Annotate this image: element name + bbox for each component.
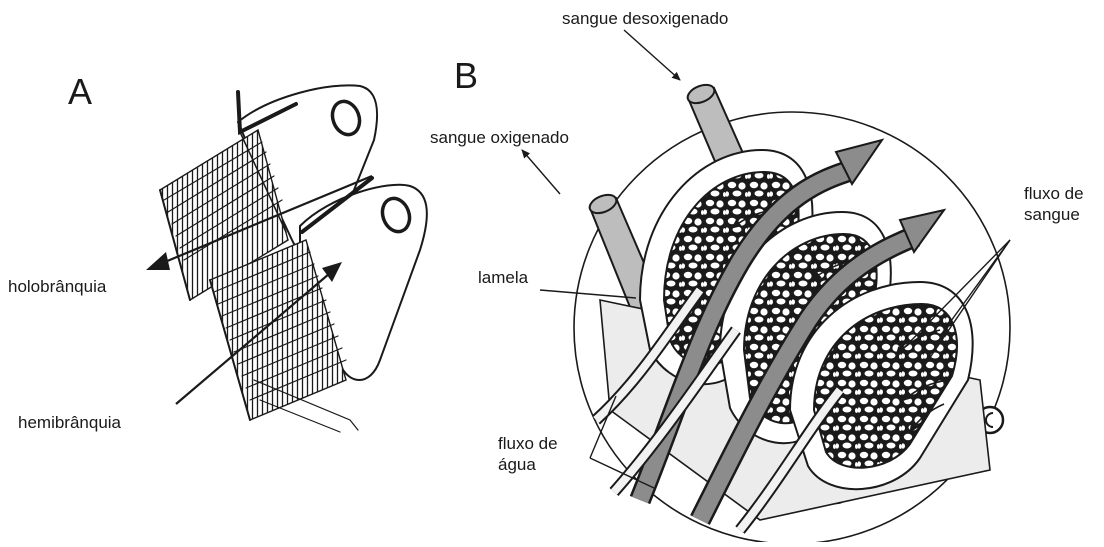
label-holobranquia: holobrânquia	[8, 276, 106, 297]
label-fluxo-de-agua-line1: fluxo de	[498, 433, 558, 454]
panel-label-b: B	[454, 56, 478, 96]
label-fluxo-de-sangue: fluxo de sangue	[1024, 183, 1084, 225]
gill-arch-illustration	[160, 85, 427, 432]
label-lamela: lamela	[478, 267, 528, 288]
label-fluxo-de-agua-line2: água	[498, 454, 558, 475]
panel-label-a: A	[68, 72, 92, 112]
label-fluxo-de-sangue-line2: sangue	[1024, 204, 1084, 225]
label-fluxo-de-agua: fluxo de água	[498, 433, 558, 475]
label-sangue-oxigenado: sangue oxigenado	[430, 127, 569, 148]
label-fluxo-de-sangue-line1: fluxo de	[1024, 183, 1084, 204]
label-hemibranquia: hemibrânquia	[18, 412, 121, 433]
label-sangue-desoxigenado: sangue desoxigenado	[562, 8, 728, 29]
